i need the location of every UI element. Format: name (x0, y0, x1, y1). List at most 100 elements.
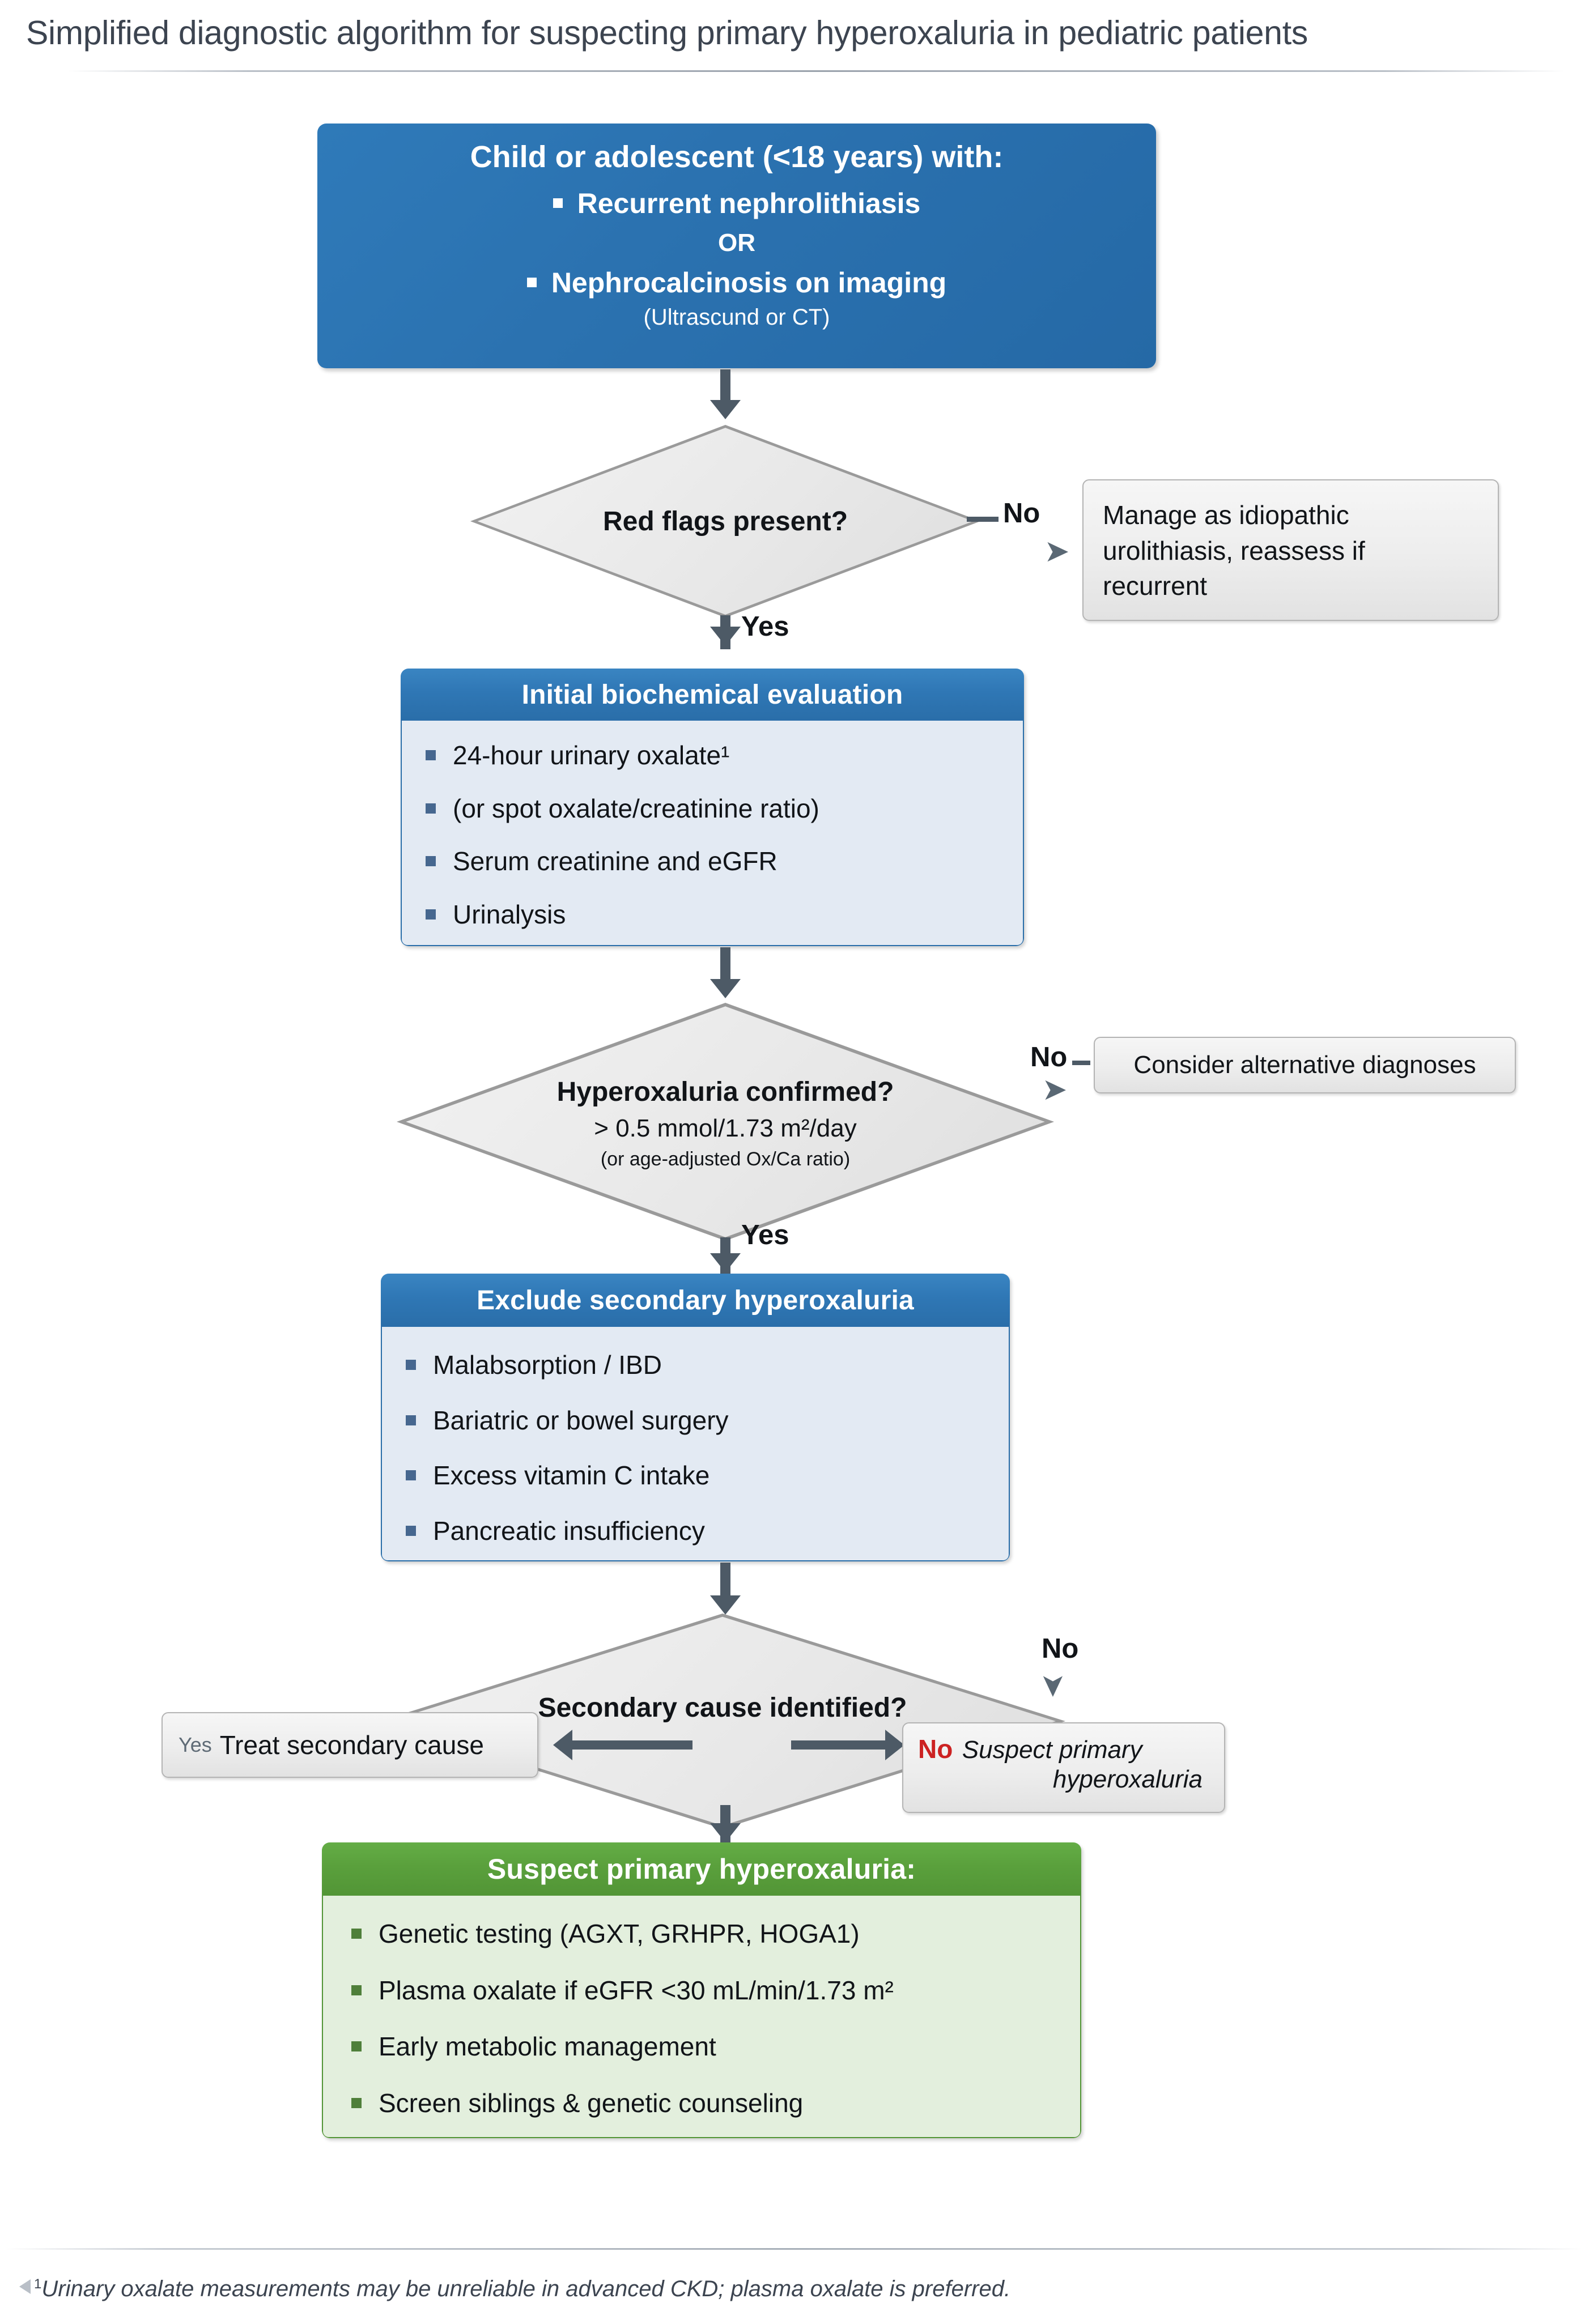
card-suspect-primary-header: Suspect primary hyperoxaluria: (322, 1842, 1081, 1896)
card-initial-item-3: Urinalysis (453, 899, 566, 929)
square-bullet-icon (553, 198, 563, 208)
edge-label-decision1-no: No (1003, 498, 1040, 529)
square-bullet-icon (406, 1360, 416, 1370)
entry-criteria-bullet-2: Nephrocalcinosis on imaging (317, 266, 1156, 299)
list-item: Bariatric or bowel surgery (401, 1406, 992, 1436)
square-bullet-icon (526, 278, 537, 287)
connector-card2-to-decision3 (720, 1563, 730, 1603)
page-title: Simplified diagnostic algorithm for susp… (26, 14, 1308, 52)
card-exclude-item-1: Bariatric or bowel surgery (433, 1405, 729, 1435)
square-bullet-icon (406, 1415, 416, 1425)
arrow-right-icon (885, 1730, 904, 1760)
arrow-right-small-icon: ➤ (1044, 534, 1070, 568)
entry-criteria-heading: Child or adolescent (<18 years) with: (470, 140, 1004, 174)
connector-entry-to-decision1 (720, 369, 730, 405)
connector-decision1-no (967, 517, 999, 522)
card-exclude-item-0: Malabsorption / IBD (433, 1350, 662, 1380)
list-item: 24-hour urinary oxalate¹ (421, 740, 1006, 771)
side-box-idiopathic: Manage as idiopathic urolithiasis, reass… (1082, 479, 1499, 621)
card-final-item-1: Plasma oxalate if eGFR <30 mL/min/1.73 m… (379, 1975, 894, 2005)
decision-secondary-cause-text: Secondary cause identified? (441, 1692, 1004, 1723)
suspect-primary-side-line2: hyperoxaluria (1052, 1765, 1203, 1793)
side-box-alternative-diagnoses-label: Consider alternative diagnoses (1133, 1051, 1476, 1079)
side-box-idiopathic-line1: Manage as idiopathic (1103, 500, 1349, 530)
suspect-primary-side-box: No Suspect primary hyperoxaluria (902, 1722, 1225, 1813)
card-final-item-0: Genetic testing (AGXT, GRHPR, HOGA1) (379, 1919, 860, 1948)
treat-secondary-cause-label: Treat secondary cause (219, 1730, 484, 1760)
triangle-left-icon (19, 2279, 31, 2294)
card-initial-biochemical-header: Initial biochemical evaluation (401, 669, 1024, 721)
card-suspect-primary: Suspect primary hyperoxaluria: Genetic t… (322, 1842, 1081, 2138)
decision-hyperoxaluria-confirmed: Hyperoxaluria confirmed? > 0.5 mmol/1.73… (397, 1003, 1054, 1241)
entry-criteria-or: OR (718, 229, 755, 257)
footer-divider (7, 2248, 1582, 2250)
list-item: Plasma oxalate if eGFR <30 mL/min/1.73 m… (347, 1976, 1063, 2006)
square-bullet-icon (426, 856, 436, 867)
treat-secondary-cause-tag: Yes (179, 1733, 212, 1756)
decision-secondary-cause-question: Secondary cause identified? (538, 1692, 907, 1723)
edge-label-decision2-yes: Yes (741, 1220, 789, 1250)
list-item: Screen siblings & genetic counseling (347, 2088, 1063, 2118)
list-item: Malabsorption / IBD (401, 1350, 992, 1380)
card-final-item-3: Screen siblings & genetic counseling (379, 2088, 804, 2118)
entry-criteria-subtext: (Ultrascund or CT) (643, 305, 830, 330)
connector-card1-to-decision2 (720, 947, 730, 988)
square-bullet-icon (351, 1929, 362, 1939)
square-bullet-icon (426, 909, 436, 920)
arrow-down-icon (710, 627, 741, 646)
arrow-right-small-icon: ➤ (1042, 1072, 1068, 1106)
card-exclude-secondary: Exclude secondary hyperoxaluria Malabsor… (381, 1274, 1010, 1561)
edge-label-decision2-no: No (1030, 1042, 1068, 1072)
side-box-idiopathic-line2: urolithiasis, reassess if (1103, 535, 1365, 565)
edge-label-decision3-no: No (1042, 1633, 1079, 1664)
card-initial-biochemical-body: 24-hour urinary oxalate¹ (or spot oxalat… (401, 721, 1024, 946)
square-bullet-icon (351, 2041, 362, 2052)
footnote-marker: 1 (34, 2276, 42, 2292)
side-box-alternative-diagnoses: Consider alternative diagnoses (1094, 1037, 1516, 1093)
card-exclude-item-2: Excess vitamin C intake (433, 1461, 710, 1491)
list-item: Serum creatinine and eGFR (421, 846, 1006, 876)
decision-hyperoxaluria-text: Hyperoxaluria confirmed? > 0.5 mmol/1.73… (456, 1076, 995, 1170)
footnote-text: Urinary oxalate measurements may be unre… (41, 2276, 1011, 2301)
square-bullet-icon (426, 750, 436, 760)
arrow-down-icon (710, 1595, 741, 1615)
list-item: Early metabolic management (347, 2032, 1063, 2062)
decision-hyperoxaluria-criterion-alt: (or age-adjusted Ox/Ca ratio) (600, 1148, 851, 1170)
decision-red-flags: Red flags present? (470, 425, 980, 618)
decision-hyperoxaluria-criterion: > 0.5 mmol/1.73 m²/day (594, 1114, 857, 1142)
arrow-left-icon (553, 1730, 572, 1760)
arrow-down-icon (710, 400, 741, 419)
square-bullet-icon (406, 1470, 416, 1481)
connector-decision2-no (1072, 1061, 1090, 1065)
square-bullet-icon (406, 1525, 416, 1536)
side-box-idiopathic-line3: recurrent (1103, 571, 1208, 601)
list-item: (or spot oxalate/creatinine ratio) (421, 794, 1006, 824)
square-bullet-icon (351, 1985, 362, 1995)
decision-red-flags-question: Red flags present? (602, 506, 848, 537)
decision-red-flags-text: Red flags present? (516, 506, 934, 537)
arrow-down-icon (710, 1823, 741, 1842)
card-initial-biochemical: Initial biochemical evaluation 24-hour u… (401, 669, 1024, 946)
card-final-item-2: Early metabolic management (379, 2032, 716, 2062)
arrow-down-icon (710, 1253, 741, 1272)
card-suspect-primary-body: Genetic testing (AGXT, GRHPR, HOGA1) Pla… (322, 1896, 1081, 2138)
decision-hyperoxaluria-question: Hyperoxaluria confirmed? (556, 1077, 894, 1107)
list-item: Genetic testing (AGXT, GRHPR, HOGA1) (347, 1919, 1063, 1949)
entry-criteria-bullet-2-label: Nephrocalcinosis on imaging (551, 267, 947, 299)
list-item: Urinalysis (421, 900, 1006, 930)
entry-criteria-block: Child or adolescent (<18 years) with: Re… (317, 124, 1156, 368)
arrow-down-small-icon: ➤ (1036, 1672, 1070, 1699)
list-item: Excess vitamin C intake (401, 1461, 992, 1491)
title-divider (68, 70, 1564, 72)
card-initial-item-1: (or spot oxalate/creatinine ratio) (453, 793, 819, 823)
card-initial-item-0: 24-hour urinary oxalate¹ (453, 740, 730, 770)
footnote: 1 Urinary oxalate measurements may be un… (19, 2276, 1010, 2302)
card-exclude-secondary-header: Exclude secondary hyperoxaluria (381, 1274, 1010, 1327)
square-bullet-icon (351, 2097, 362, 2108)
connector-decision3-no-right (791, 1740, 894, 1750)
entry-criteria-bullet-1: Recurrent nephrolithiasis (317, 187, 1156, 220)
card-exclude-secondary-body: Malabsorption / IBD Bariatric or bowel s… (381, 1327, 1010, 1561)
suspect-primary-side-tag: No (918, 1734, 953, 1764)
arrow-down-icon (710, 979, 741, 998)
list-item: Pancreatic insufficiency (401, 1516, 992, 1546)
